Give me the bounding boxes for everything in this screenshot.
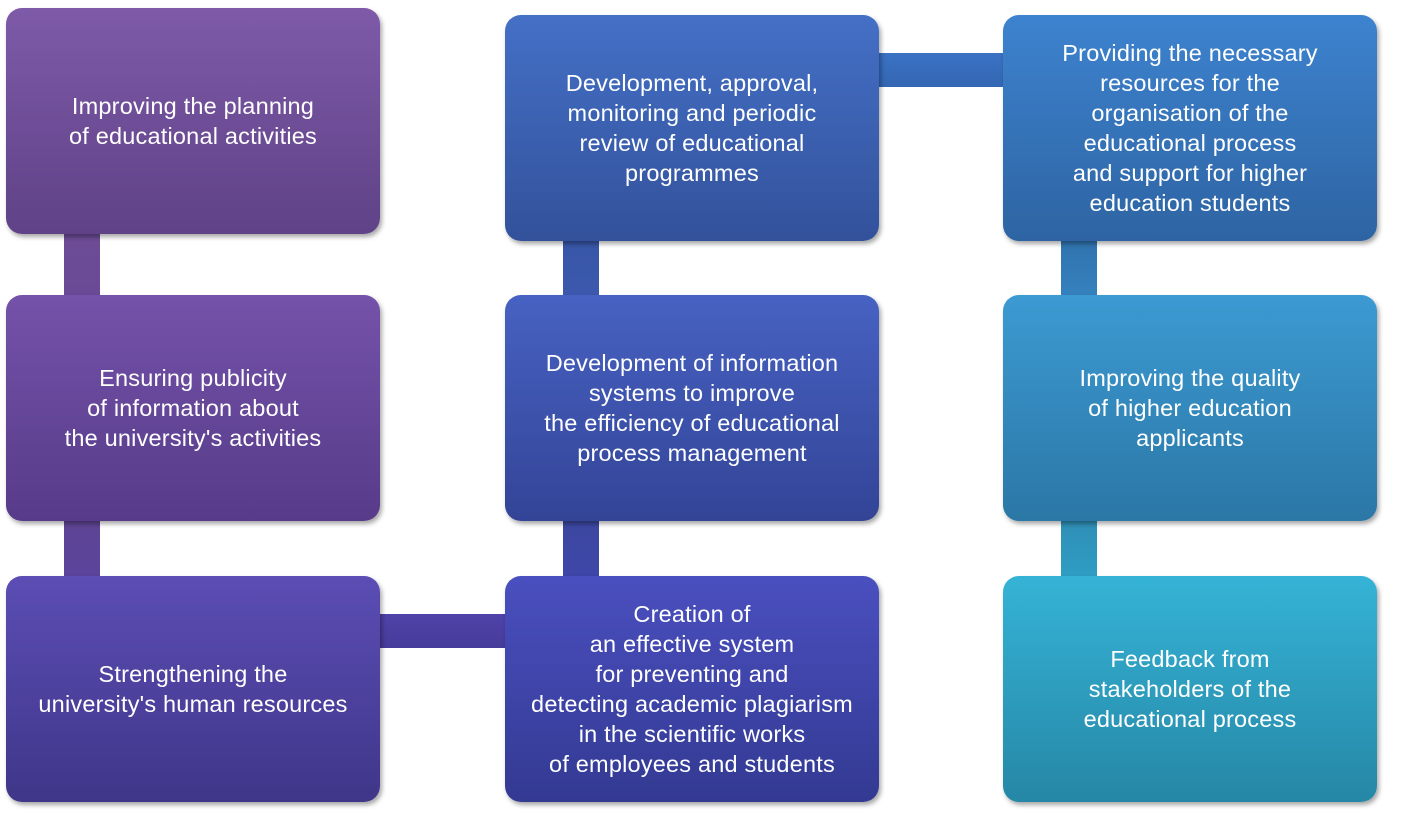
box-label: Development of information systems to im… <box>544 350 840 466</box>
box-label: Improving the quality of higher educatio… <box>1079 365 1301 451</box>
connector-box-4-box-7 <box>876 53 1006 87</box>
box-label: Ensuring publicity of information about … <box>64 365 322 451</box>
box-improving-planning: Improving the planning of educational ac… <box>6 8 380 234</box>
connector-box-7-box-8 <box>1061 236 1097 300</box>
box-label: Development, approval, monitoring and pe… <box>565 70 819 186</box>
box-ensuring-publicity: Ensuring publicity of information about … <box>6 295 380 521</box>
box-plagiarism-prevention: Creation of an effective system for prev… <box>505 576 879 802</box>
box-label: Improving the planning of educational ac… <box>69 93 317 149</box>
box-label: Strengthening the university's human res… <box>38 661 348 717</box>
connector-box-5-box-4 <box>563 236 599 300</box>
box-strengthening-human-resources: Strengthening the university's human res… <box>6 576 380 802</box>
connector-box-1-box-2 <box>64 228 100 300</box>
box-label: Providing the necessary resources for th… <box>1062 40 1318 216</box>
box-stakeholder-feedback: Feedback from stakeholders of the educat… <box>1003 576 1377 802</box>
connector-box-2-box-3 <box>64 515 100 581</box>
box-label: Feedback from stakeholders of the educat… <box>1083 646 1297 732</box>
box-quality-of-applicants: Improving the quality of higher educatio… <box>1003 295 1377 521</box>
connector-box-3-box-6 <box>378 614 508 648</box>
connector-box-6-box-5 <box>563 515 599 581</box>
box-label: Creation of an effective system for prev… <box>531 601 853 777</box>
box-information-systems: Development of information systems to im… <box>505 295 879 521</box>
box-necessary-resources: Providing the necessary resources for th… <box>1003 15 1377 241</box>
connector-box-8-box-9 <box>1061 515 1097 581</box>
box-educational-programmes: Development, approval, monitoring and pe… <box>505 15 879 241</box>
